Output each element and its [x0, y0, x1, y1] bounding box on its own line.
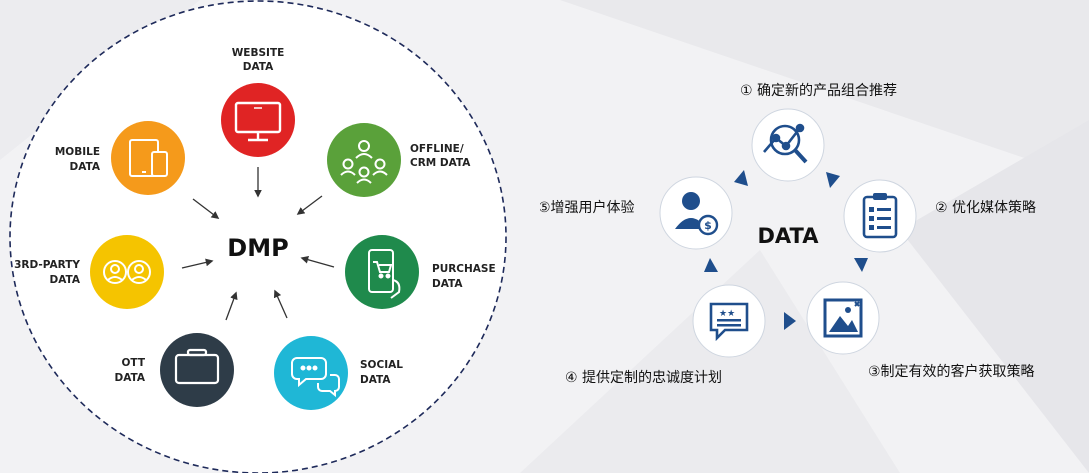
cycle-arrows — [704, 170, 868, 330]
cycle-step-1-label: ① 确定新的产品组合推荐 — [740, 83, 897, 99]
monitor-icon — [234, 101, 282, 142]
source-thirdparty: 3RD-PARTY DATA — [14, 235, 164, 309]
source-purchase-line2: DATA — [432, 278, 463, 290]
source-purchase-line1: PURCHASE — [432, 263, 496, 275]
arrow-3-to-4 — [784, 312, 796, 330]
arrow-1-to-2 — [826, 172, 840, 188]
source-offline-line2: CRM DATA — [410, 157, 471, 169]
image-frame-icon — [823, 298, 863, 338]
arrow-2-to-3 — [854, 258, 868, 272]
data-cycle-diagram: DATA ① 确定新的产品组合推荐 ② 优化媒体策略 ③制定有 — [540, 83, 1036, 386]
source-thirdparty-line1: 3RD-PARTY — [14, 259, 80, 271]
users-icon — [103, 260, 151, 284]
cycle-center-label: DATA — [757, 224, 819, 248]
source-ott: OTT DATA — [114, 333, 234, 407]
source-mobile-line2: DATA — [69, 161, 100, 173]
arrow-4-to-5 — [704, 258, 718, 272]
user-dollar-icon: $ — [675, 192, 719, 236]
source-website: WEBSITE DATA — [221, 47, 295, 157]
svg-text:$: $ — [704, 219, 712, 232]
dmp-diagram: DMP WEBSITE DATA OFFLINE/ CRM DATA — [9, 0, 507, 473]
phone-cart-icon — [368, 249, 401, 299]
dmp-arrows — [181, 167, 335, 321]
checklist-icon — [862, 193, 898, 239]
cycle-step-1: ① 确定新的产品组合推荐 — [740, 83, 897, 182]
source-thirdparty-line2: DATA — [49, 274, 80, 286]
dmp-center — [222, 211, 294, 283]
cycle-step-2: ② 优化媒体策略 — [843, 179, 1036, 253]
source-ott-line2: DATA — [114, 372, 145, 384]
dmp-center-label: DMP — [227, 234, 288, 262]
source-social: SOCIAL DATA — [274, 336, 403, 410]
cycle-step-5-label: ⑤增强用户体验 — [540, 199, 635, 216]
source-social-line2: DATA — [360, 374, 391, 386]
chat-bubbles-icon — [291, 357, 340, 398]
people-network-icon — [340, 140, 388, 184]
cycle-step-3: ③制定有效的客户获取策略 — [806, 281, 1035, 380]
review-card-icon: ★★ — [709, 302, 749, 342]
devices-icon — [129, 139, 168, 177]
source-offline: OFFLINE/ CRM DATA — [327, 123, 471, 197]
cycle-step-3-label: ③制定有效的客户获取策略 — [868, 363, 1035, 380]
arrow-5-to-1 — [734, 170, 748, 186]
source-mobile-line1: MOBILE — [55, 146, 100, 158]
source-ott-line1: OTT — [122, 357, 146, 369]
svg-text:★★: ★★ — [719, 309, 735, 319]
source-offline-line1: OFFLINE/ — [410, 143, 464, 155]
cycle-step-4: ★★ ④ 提供定制的忠诚度计划 — [565, 284, 766, 386]
cycle-step-2-label: ② 优化媒体策略 — [935, 199, 1036, 216]
source-purchase: PURCHASE DATA — [345, 235, 496, 309]
source-website-line2: DATA — [243, 61, 274, 73]
source-mobile: MOBILE DATA — [55, 121, 185, 195]
analytics-search-icon — [763, 123, 808, 164]
cycle-step-5: $ ⑤增强用户体验 — [540, 176, 733, 250]
cycle-step-4-label: ④ 提供定制的忠诚度计划 — [565, 370, 722, 386]
source-social-line1: SOCIAL — [360, 359, 403, 371]
tv-icon — [174, 348, 220, 385]
source-website-line1: WEBSITE — [232, 47, 285, 59]
